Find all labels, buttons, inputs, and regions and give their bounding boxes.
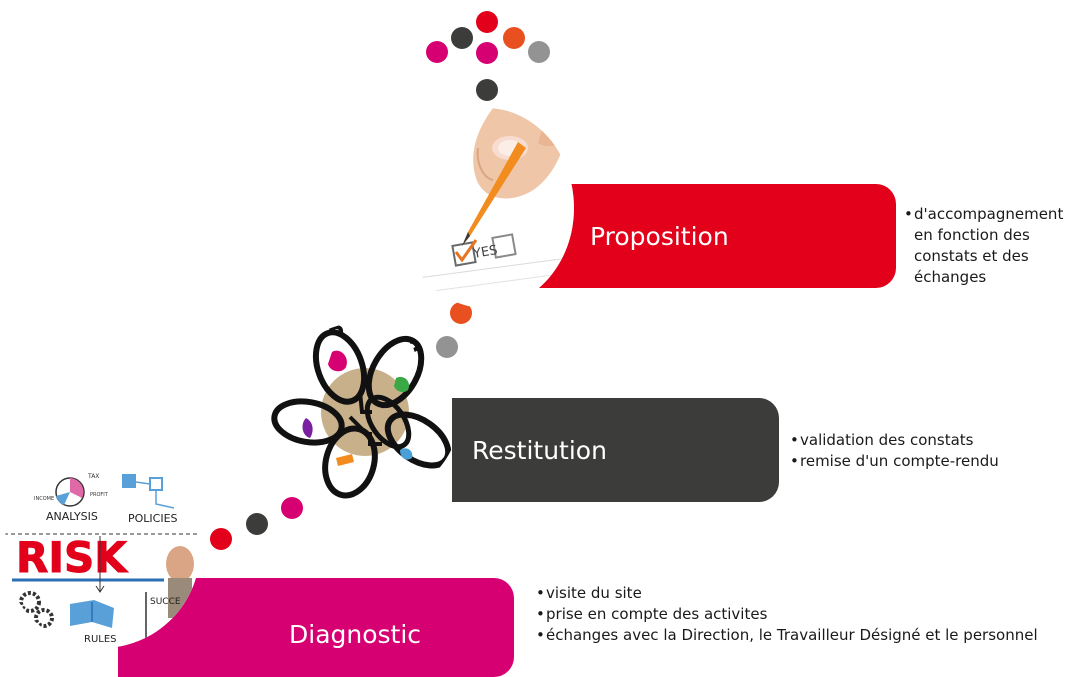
restitution-bullets: •validation des constats •remise d'un co… — [790, 430, 1080, 472]
proposition-bullets: •d'accompagnement en fonction des consta… — [904, 204, 1082, 288]
top-dot-dark — [451, 27, 473, 49]
diagnostic-image: TAX INCOME PROFIT ANALYSIS POLICIES RISK… — [4, 452, 200, 648]
list-item: •remise d'un compte-rendu — [790, 451, 1080, 472]
bullet-mark: • — [904, 205, 913, 223]
connector-dot-magenta — [281, 497, 303, 519]
top-dot-dark-lower — [476, 79, 498, 101]
top-dot-orange — [503, 27, 525, 49]
bullet-text: validation des constats — [800, 431, 974, 449]
tax-text: TAX — [87, 473, 99, 480]
hand-checking-yes-box-icon: YES — [398, 108, 574, 308]
bullet-text: remise d'un compte-rendu — [800, 452, 999, 470]
profit-text: PROFIT — [90, 492, 109, 498]
connector-dot-grey — [436, 336, 458, 358]
top-dot-magenta-left — [426, 41, 448, 63]
proposition-box — [510, 184, 896, 288]
risk-analysis-sketch-icon: TAX INCOME PROFIT ANALYSIS POLICIES RISK… — [4, 452, 200, 648]
restitution-box — [452, 398, 779, 502]
proposition-image: YES — [398, 108, 574, 308]
bullet-mark: • — [536, 626, 545, 644]
proposition-label: Proposition — [590, 222, 729, 251]
list-item: •d'accompagnement en fonction des consta… — [904, 204, 1082, 288]
diagnostic-label: Diagnostic — [289, 620, 422, 649]
connector-dot-dark — [246, 513, 268, 535]
restitution-label: Restitution — [472, 436, 607, 465]
risk-text: RISK — [16, 533, 128, 582]
list-item: •visite du site — [536, 583, 1082, 604]
list-item: •prise en compte des activites — [536, 604, 1082, 625]
bullet-mark: • — [790, 452, 799, 470]
top-dot-red — [476, 11, 498, 33]
list-item: •validation des constats — [790, 430, 1080, 451]
bullet-text: prise en compte des activites — [546, 605, 768, 623]
bullet-text: d'accompagnement en fonction des constat… — [914, 205, 1064, 286]
bullet-mark: • — [790, 431, 799, 449]
analysis-text: ANALYSIS — [46, 510, 98, 523]
connector-dot-red — [210, 528, 232, 550]
restitution-image — [270, 322, 460, 502]
interlinked-rings-puzzle-icon — [271, 325, 452, 499]
policies-text: POLICIES — [128, 512, 178, 525]
bullet-mark: • — [536, 605, 545, 623]
bullet-text: échanges avec la Direction, le Travaille… — [546, 626, 1038, 644]
bullet-mark: • — [536, 584, 545, 602]
bullet-text: visite du site — [546, 584, 642, 602]
top-dot-magenta-center — [476, 42, 498, 64]
list-item: •échanges avec la Direction, le Travaill… — [536, 625, 1082, 646]
diagnostic-bullets: •visite du site •prise en compte des act… — [536, 583, 1082, 646]
success-text: SUCCE — [150, 597, 181, 607]
yes-text: YES — [471, 243, 499, 262]
income-text: INCOME — [34, 496, 54, 502]
connector-dot-orange — [450, 302, 472, 324]
rules-text: RULES — [84, 634, 117, 645]
top-dot-grey — [528, 41, 550, 63]
